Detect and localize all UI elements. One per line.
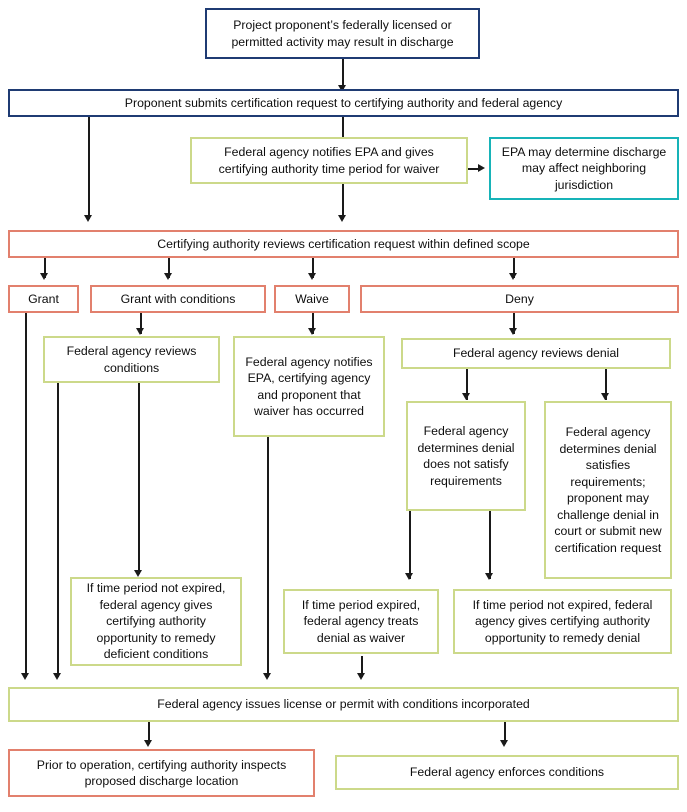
node-federal-agency-enforces-conditions: Federal agency enforces conditions <box>335 755 679 790</box>
node-federal-agency-reviews-denial: Federal agency reviews denial <box>401 338 671 369</box>
node-federal-agency-notifies-epa: Federal agency notifies EPA and gives ce… <box>190 137 468 184</box>
node-denial-does-not-satisfy: Federal agency determines denial does no… <box>406 401 526 511</box>
arrowhead-deny-to-reviews-denial <box>509 328 517 335</box>
arrowhead-denial-as-waiver-to-issues-license <box>357 673 365 680</box>
node-denial-satisfies-requirements-label: Federal agency determines denial satisfi… <box>554 425 662 555</box>
node-federal-agency-notifies-waiver: Federal agency notifies EPA, certifying … <box>233 336 385 437</box>
node-federal-agency-reviews-conditions-label: Federal agency reviews conditions <box>66 344 197 375</box>
connector-reviews-denial-to-satisfies <box>605 369 607 400</box>
connector-review-to-deny <box>513 258 515 278</box>
arrowhead-review-to-grant <box>40 273 48 280</box>
node-denial-does-not-satisfy-label: Federal agency determines denial does no… <box>417 424 515 488</box>
connector-reviews-conditions-to-issues-license <box>57 383 59 677</box>
node-federal-agency-enforces-conditions-label: Federal agency enforces conditions <box>409 765 605 780</box>
connector-reviews-denial-to-not-satisfy <box>466 369 468 400</box>
connector-notify-epa-to-review-scope <box>342 184 344 219</box>
connector-notify-epa-to-epa-determine <box>467 168 481 170</box>
node-deny-label: Deny <box>505 291 534 306</box>
arrowhead-review-to-deny <box>509 273 517 280</box>
node-issues-license-or-permit: Federal agency issues license or permit … <box>8 687 679 722</box>
arrowhead-notify-epa-to-epa-determine <box>478 164 485 172</box>
node-remedy-deficient-conditions: If time period not expired, federal agen… <box>70 577 242 666</box>
node-denial-treated-as-waiver-label: If time period expired, federal agency t… <box>301 597 421 645</box>
node-prior-to-operation-inspection: Prior to operation, certifying authority… <box>8 749 315 797</box>
connector-grant-conditions-to-reviews <box>140 313 142 334</box>
arrowhead-reviews-denial-to-satisfies <box>601 393 609 400</box>
node-deny: Deny <box>360 285 679 313</box>
connector-review-to-waive <box>312 258 314 278</box>
connector-notifies-waiver-to-issues-license <box>267 437 269 677</box>
node-start: Project proponent’s federally licensed o… <box>205 8 480 59</box>
node-federal-agency-reviews-conditions: Federal agency reviews conditions <box>43 336 220 383</box>
node-grant: Grant <box>8 285 79 313</box>
arrowhead-submit-to-review-scope <box>84 215 92 222</box>
arrowhead-reviews-conditions-to-issues-license <box>53 673 61 680</box>
node-submit-request-label: Proponent submits certification request … <box>124 95 563 110</box>
connector-not-satisfy-to-denial-as-waiver <box>409 511 411 579</box>
node-waive: Waive <box>274 285 350 313</box>
node-remedy-denial: If time period not expired, federal agen… <box>453 589 672 654</box>
node-denial-satisfies-requirements: Federal agency determines denial satisfi… <box>544 401 672 579</box>
node-federal-agency-reviews-denial-label: Federal agency reviews denial <box>452 346 620 361</box>
arrowhead-not-satisfy-to-remedy-denial <box>485 573 493 580</box>
arrowhead-notifies-waiver-to-issues-license <box>263 673 271 680</box>
node-submit-request: Proponent submits certification request … <box>8 89 679 117</box>
connector-issues-license-to-inspects <box>148 722 150 744</box>
node-remedy-deficient-conditions-label: If time period not expired, federal agen… <box>86 581 226 662</box>
node-start-label: Project proponent’s federally licensed o… <box>231 18 454 49</box>
node-epa-may-determine-label: EPA may determine discharge may affect n… <box>501 144 667 192</box>
connector-submit-to-review-scope <box>88 116 90 219</box>
connector-grant-to-issues-license <box>25 313 27 677</box>
node-prior-to-operation-inspection-label: Prior to operation, certifying authority… <box>36 757 287 789</box>
connector-waive-to-notifies-waiver <box>312 313 314 334</box>
connector-submit-to-notify-epa <box>342 116 344 138</box>
node-certifying-authority-reviews: Certifying authority reviews certificati… <box>8 230 679 258</box>
arrowhead-reviews-conditions-to-remedy <box>134 570 142 577</box>
node-epa-may-determine: EPA may determine discharge may affect n… <box>489 137 679 200</box>
arrowhead-grant-to-issues-license <box>21 673 29 680</box>
node-denial-treated-as-waiver: If time period expired, federal agency t… <box>283 589 439 654</box>
arrowhead-issues-license-to-inspects <box>144 740 152 747</box>
node-grant-with-conditions: Grant with conditions <box>90 285 266 313</box>
connector-not-satisfy-to-remedy-denial <box>489 511 491 579</box>
connector-denial-as-waiver-to-issues-license <box>361 656 363 677</box>
connector-review-to-grant-conditions <box>168 258 170 278</box>
arrowhead-review-to-grant-conditions <box>164 273 172 280</box>
connector-review-to-grant <box>44 258 46 278</box>
arrowhead-grant-conditions-to-reviews <box>136 328 144 335</box>
connector-reviews-conditions-to-remedy <box>138 383 140 574</box>
arrowhead-issues-license-to-enforces <box>500 740 508 747</box>
connector-issues-license-to-enforces <box>504 722 506 744</box>
arrowhead-reviews-denial-to-not-satisfy <box>462 393 470 400</box>
arrowhead-not-satisfy-to-denial-as-waiver <box>405 573 413 580</box>
node-federal-agency-notifies-epa-label: Federal agency notifies EPA and gives ce… <box>218 145 440 176</box>
node-remedy-denial-label: If time period not expired, federal agen… <box>472 597 653 645</box>
node-grant-with-conditions-label: Grant with conditions <box>120 291 236 306</box>
connector-deny-to-reviews-denial <box>513 313 515 334</box>
node-issues-license-or-permit-label: Federal agency issues license or permit … <box>157 697 530 712</box>
node-grant-label: Grant <box>28 291 59 306</box>
connector-start-to-submit <box>342 59 344 89</box>
arrowhead-waive-to-notifies-waiver <box>308 328 316 335</box>
node-federal-agency-notifies-waiver-label: Federal agency notifies EPA, certifying … <box>245 354 373 419</box>
node-certifying-authority-reviews-label: Certifying authority reviews certificati… <box>157 236 530 251</box>
arrowhead-review-to-waive <box>308 273 316 280</box>
arrowhead-start-to-submit <box>338 85 346 92</box>
node-waive-label: Waive <box>295 291 329 306</box>
arrowhead-notify-epa-to-review-scope <box>338 215 346 222</box>
